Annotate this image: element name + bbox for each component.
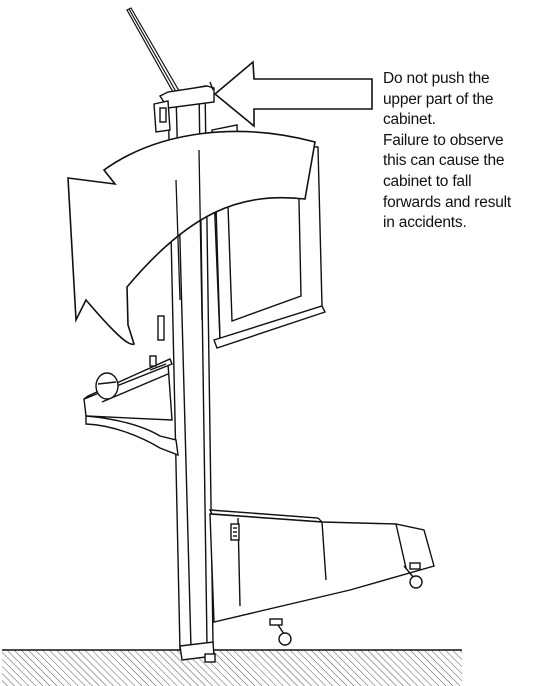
warning-line: this can cause the — [383, 152, 505, 170]
cabinet-base — [208, 509, 435, 646]
pillar-front-edge — [175, 149, 203, 321]
warning-line: forwards and result — [383, 193, 512, 211]
floor — [2, 649, 462, 686]
warning-text: Do not push the upper part of the cabine… — [383, 69, 549, 234]
control-panel — [83, 315, 179, 457]
antenna-rod — [126, 7, 183, 100]
curved-fall-arrow-icon — [67, 130, 316, 346]
warning-line: upper part of the — [383, 90, 494, 108]
warning-line: in accidents. — [383, 214, 467, 232]
push-arrow-icon — [213, 60, 373, 128]
warning-line: Do not push the — [383, 70, 490, 87]
warning-line: cabinet. — [383, 111, 436, 129]
warning-line: cabinet to fall — [383, 172, 472, 190]
warning-line: Failure to observe — [383, 131, 504, 149]
